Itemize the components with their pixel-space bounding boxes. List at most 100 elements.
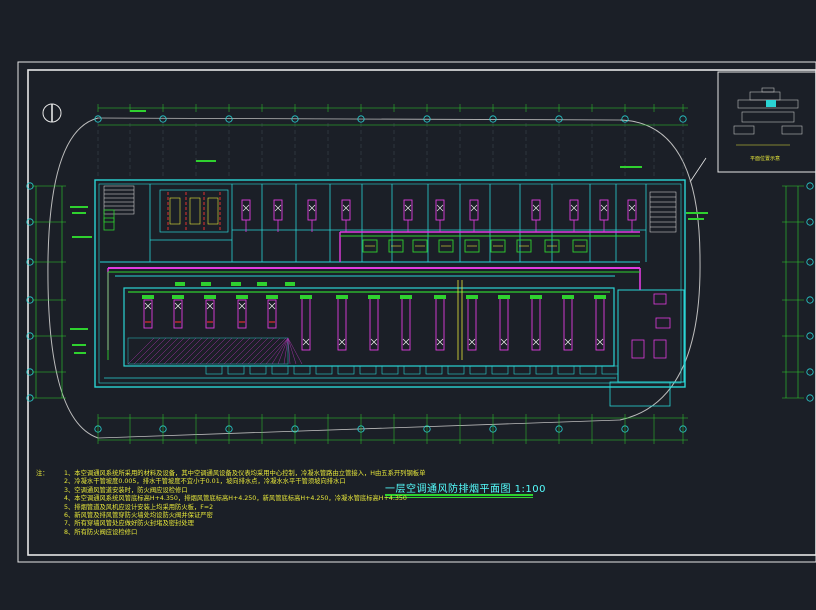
hatch-line bbox=[199, 337, 227, 365]
hatch-line bbox=[175, 337, 203, 365]
grille-icon bbox=[464, 239, 480, 253]
air-unit-icon bbox=[468, 338, 476, 346]
grille-icon bbox=[530, 295, 542, 299]
hall-air-units bbox=[142, 295, 606, 351]
air-unit-icon bbox=[242, 204, 250, 212]
dimension-top bbox=[98, 107, 688, 126]
air-unit-icon bbox=[436, 338, 444, 346]
grille-icon bbox=[236, 295, 248, 299]
air-unit-icon bbox=[143, 299, 153, 329]
air-unit-icon bbox=[241, 199, 251, 221]
key-plan bbox=[717, 71, 816, 173]
grille-icon bbox=[362, 239, 378, 253]
hatch-line bbox=[157, 337, 185, 365]
air-unit-icon bbox=[370, 338, 378, 346]
window-bay bbox=[315, 365, 333, 375]
window-bay bbox=[535, 365, 553, 375]
south-window-bays bbox=[104, 365, 619, 379]
axis-bubbles-top bbox=[94, 104, 687, 123]
axis-bubble bbox=[806, 182, 814, 190]
grille-icon bbox=[103, 209, 115, 223]
grille-icon bbox=[562, 295, 574, 299]
hatch-line bbox=[217, 337, 245, 365]
axis-bubble bbox=[159, 115, 167, 123]
hatch-line bbox=[193, 337, 221, 365]
hatch-line bbox=[259, 337, 287, 365]
dimension-bottom bbox=[98, 417, 688, 441]
note-item: 7、所有穿墙风管处应做好防火封堵及密封处理 bbox=[64, 520, 194, 528]
building-outline-inner bbox=[98, 183, 682, 384]
air-unit-icon bbox=[268, 302, 276, 310]
air-unit-icon bbox=[435, 199, 445, 221]
grille-icon bbox=[438, 239, 454, 253]
hatch-line bbox=[133, 337, 161, 365]
grille-icon bbox=[572, 239, 588, 253]
air-unit-icon bbox=[342, 204, 350, 212]
notes-list: 1、本空调通风系统所采用的材料及设备，其中空调通风设备及仪表均采用中心控制，冷凝… bbox=[36, 470, 425, 537]
grille-icon bbox=[400, 295, 412, 299]
hatch-line bbox=[163, 337, 191, 365]
grille-icon bbox=[368, 295, 380, 299]
air-unit-icon bbox=[144, 302, 152, 310]
axis-bubble bbox=[806, 296, 814, 304]
hatch-line bbox=[127, 337, 155, 365]
hatch-line bbox=[265, 337, 289, 365]
air-unit-icon bbox=[173, 299, 183, 329]
hatch-line bbox=[211, 337, 239, 365]
window-bay bbox=[447, 365, 465, 375]
north-rooms bbox=[149, 184, 647, 262]
air-unit-icon bbox=[628, 204, 636, 212]
air-unit-icon bbox=[274, 204, 282, 212]
window-bay bbox=[469, 365, 487, 375]
site-edge-top bbox=[97, 117, 621, 121]
east-fan-units bbox=[631, 293, 671, 359]
axis-bubble bbox=[555, 115, 563, 123]
axis-bubble bbox=[806, 368, 814, 376]
hatch-line bbox=[139, 337, 167, 365]
air-unit-icon bbox=[532, 338, 540, 346]
grille-icon bbox=[285, 282, 295, 286]
hatch-line bbox=[271, 337, 289, 365]
hatch-line bbox=[287, 337, 297, 365]
air-unit-icon bbox=[273, 199, 283, 221]
air-unit-icon bbox=[436, 204, 444, 212]
hatch-line bbox=[287, 337, 303, 365]
grille-icon bbox=[231, 282, 241, 286]
grille-icon bbox=[434, 295, 446, 299]
dimension-right bbox=[785, 186, 799, 398]
air-unit-icon bbox=[600, 204, 608, 212]
note-item: 2、冷凝水干管坡度0.005，排水干管坡度不宜小于0.01，坡向排水点，冷凝水水… bbox=[64, 478, 346, 486]
grille-icon bbox=[336, 295, 348, 299]
air-unit-icon bbox=[237, 299, 247, 329]
hatch-line bbox=[223, 337, 251, 365]
axis-bubble bbox=[806, 394, 814, 402]
note-item: 8、所有防火阀应设检修口 bbox=[64, 528, 138, 536]
air-unit-icon bbox=[470, 204, 478, 212]
north-air-units bbox=[241, 199, 637, 232]
outer-frame bbox=[17, 61, 816, 563]
air-unit-icon bbox=[627, 199, 637, 221]
hatch-area bbox=[127, 337, 303, 365]
axis-bubble bbox=[423, 115, 431, 123]
grille-icon bbox=[498, 295, 510, 299]
hatch-line bbox=[235, 337, 263, 365]
air-unit-icon bbox=[338, 338, 346, 346]
grille-icon bbox=[142, 295, 154, 299]
axis-bubbles-right bbox=[782, 182, 814, 402]
air-unit-icon bbox=[469, 199, 479, 221]
grille-icon bbox=[490, 239, 506, 253]
north-arrow-icon bbox=[42, 103, 62, 123]
grille-icon bbox=[388, 239, 404, 253]
drawing-title: 一层空调通风防排烟平面图 1:100 bbox=[385, 484, 546, 495]
air-unit-icon bbox=[599, 199, 609, 221]
notes-prefix: 注： bbox=[36, 470, 49, 477]
key-leader bbox=[689, 157, 707, 183]
grille-icon bbox=[201, 282, 211, 286]
air-unit-icon bbox=[596, 338, 604, 346]
hatch-line bbox=[283, 337, 289, 365]
axis-bubbles-left bbox=[26, 182, 66, 402]
note-item: 1、本空调通风系统所采用的材料及设备，其中空调通风设备及仪表均采用中心控制，冷凝… bbox=[64, 470, 426, 477]
dimension-left bbox=[35, 186, 63, 398]
grille-icon bbox=[103, 217, 115, 231]
hatch-line bbox=[253, 337, 281, 365]
